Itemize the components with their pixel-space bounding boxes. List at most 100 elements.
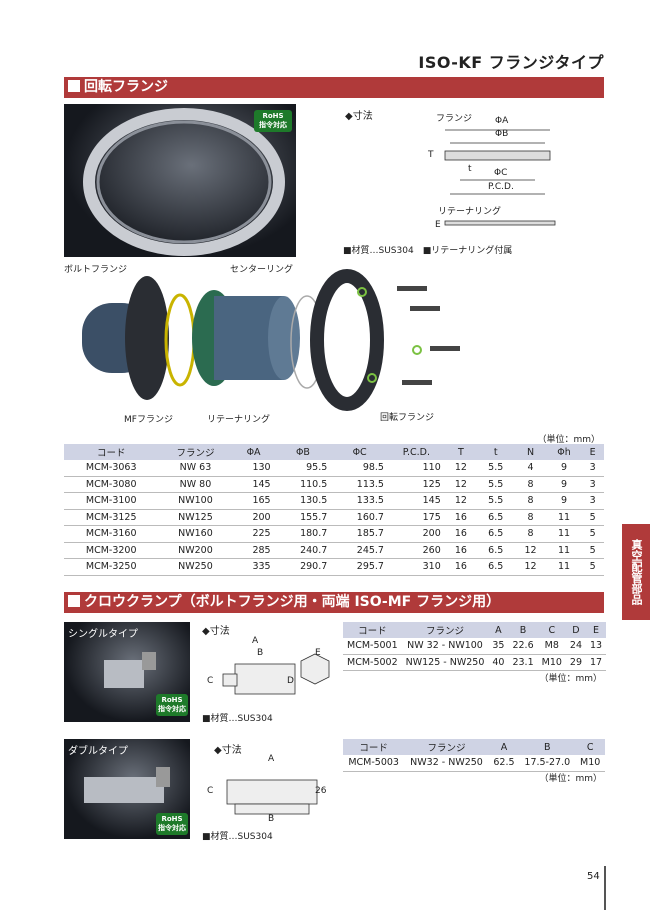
table-cell: 9 xyxy=(546,492,582,510)
table-cell: NW200 xyxy=(158,542,233,559)
table-cell: 4 xyxy=(514,460,547,477)
table-cell: 12 xyxy=(514,542,547,559)
table-cell: 16 xyxy=(444,558,478,576)
table-cell: 6.5 xyxy=(477,558,515,576)
double-type-label: ダブルタイプ xyxy=(68,746,128,757)
table-cell: MCM-3160 xyxy=(64,525,159,543)
column-header: A xyxy=(488,622,509,638)
table-cell: 12 xyxy=(444,476,478,493)
table-cell: 12 xyxy=(444,492,478,510)
column-header: B xyxy=(519,739,576,755)
table-cell: MCM-3100 xyxy=(64,492,159,510)
column-header: ΦB xyxy=(274,444,332,460)
column-header: E xyxy=(581,444,604,460)
column-header: C xyxy=(537,622,566,638)
table-cell: MCM-3200 xyxy=(64,542,159,559)
column-header: Φh xyxy=(546,444,582,460)
material-note-1: ■材質…SUS304 ■リテーナリング付属 xyxy=(343,246,513,256)
flange-ring-image xyxy=(83,108,285,256)
table-cell: 62.5 xyxy=(488,755,520,772)
table-cell: NW 80 xyxy=(158,476,233,493)
column-header: D xyxy=(565,622,587,638)
table-cell: 22.6 xyxy=(508,638,538,655)
column-header: コード xyxy=(64,444,159,460)
table-cell: 5.5 xyxy=(477,492,515,510)
table-cell: NW 32 - NW100 xyxy=(401,638,489,655)
column-header: コード xyxy=(343,622,402,638)
label-bolt-flange: ボルトフランジ xyxy=(64,265,128,275)
table-cell: NW160 xyxy=(158,525,233,543)
assembly-exploded-view: ボルトフランジ センターリング MFフランジ リテーナリング 回転フランジ xyxy=(62,258,482,428)
table-cell: 8 xyxy=(514,492,547,510)
material-note-2: ■材質…SUS304 xyxy=(202,714,273,724)
table-cell: MCM-5002 xyxy=(343,654,402,671)
diagram-label-flange: フランジ xyxy=(436,114,473,124)
table-cell: MCM-3080 xyxy=(64,476,159,493)
section-header-claw-clamp: クロウクランプ（ボルトフランジ用・両端 ISO-MF フランジ用） xyxy=(64,592,604,613)
diagram-label-E: E xyxy=(435,220,441,230)
table-cell: 5 xyxy=(581,509,604,526)
label-retainer-ring: リテーナリング xyxy=(207,415,271,425)
double-clamp-diagram xyxy=(226,779,318,815)
dim-E: E xyxy=(315,648,321,658)
table-cell: 9 xyxy=(546,476,582,493)
dim-B: B xyxy=(257,648,264,658)
table-cell: NW125 - NW250 xyxy=(401,654,489,671)
single-type-label: シングルタイプ xyxy=(68,629,138,640)
table-cell: MCM-5003 xyxy=(343,755,405,772)
column-header: E xyxy=(586,622,607,638)
dim-B: B xyxy=(268,814,275,824)
page-title: ISO-KF フランジタイプ xyxy=(418,53,604,72)
column-header: フランジ xyxy=(404,739,489,755)
table-cell: 11 xyxy=(546,509,582,526)
table-cell: 225 xyxy=(232,525,275,543)
table-cell: NW125 xyxy=(158,509,233,526)
unit-note-1: （単位：mm） xyxy=(537,435,600,445)
table-cell: 17.5-27.0 xyxy=(519,755,576,772)
table-cell: 6.5 xyxy=(477,509,515,526)
assembly-drawing xyxy=(82,269,460,411)
table-cell: 180.7 xyxy=(274,525,332,543)
table-cell: 11 xyxy=(546,542,582,559)
table-cell: MCM-3125 xyxy=(64,509,159,526)
column-header: T xyxy=(444,444,478,460)
table-cell: 145 xyxy=(232,476,275,493)
table-cell: 13 xyxy=(586,638,607,655)
table-cell: 200 xyxy=(387,525,445,543)
table-cell: 110.5 xyxy=(274,476,332,493)
diagram-label-T: T xyxy=(428,150,434,160)
single-clamp-diagram xyxy=(222,653,330,695)
table-cell: 12 xyxy=(514,558,547,576)
table-cell: 155.7 xyxy=(274,509,332,526)
section-header-rotating-flange: 回転フランジ xyxy=(64,77,604,98)
table-cell: 260 xyxy=(387,542,445,559)
label-center-ring: センターリング xyxy=(230,265,294,275)
column-header: A xyxy=(488,739,520,755)
dimensions-label: ◆寸法 xyxy=(202,626,230,637)
dim-A: A xyxy=(252,636,259,646)
table-cell: 110 xyxy=(387,460,445,477)
table-cell: 165 xyxy=(232,492,275,510)
table-cell: 133.5 xyxy=(331,492,388,510)
table-cell: M10 xyxy=(575,755,605,772)
dim-C: C xyxy=(207,786,214,796)
column-header: ΦA xyxy=(232,444,275,460)
column-header: フランジ xyxy=(401,622,489,638)
square-icon xyxy=(68,80,80,92)
table-cell: 5 xyxy=(581,525,604,543)
table-cell: 240.7 xyxy=(274,542,332,559)
table-cell: NW250 xyxy=(158,558,233,576)
